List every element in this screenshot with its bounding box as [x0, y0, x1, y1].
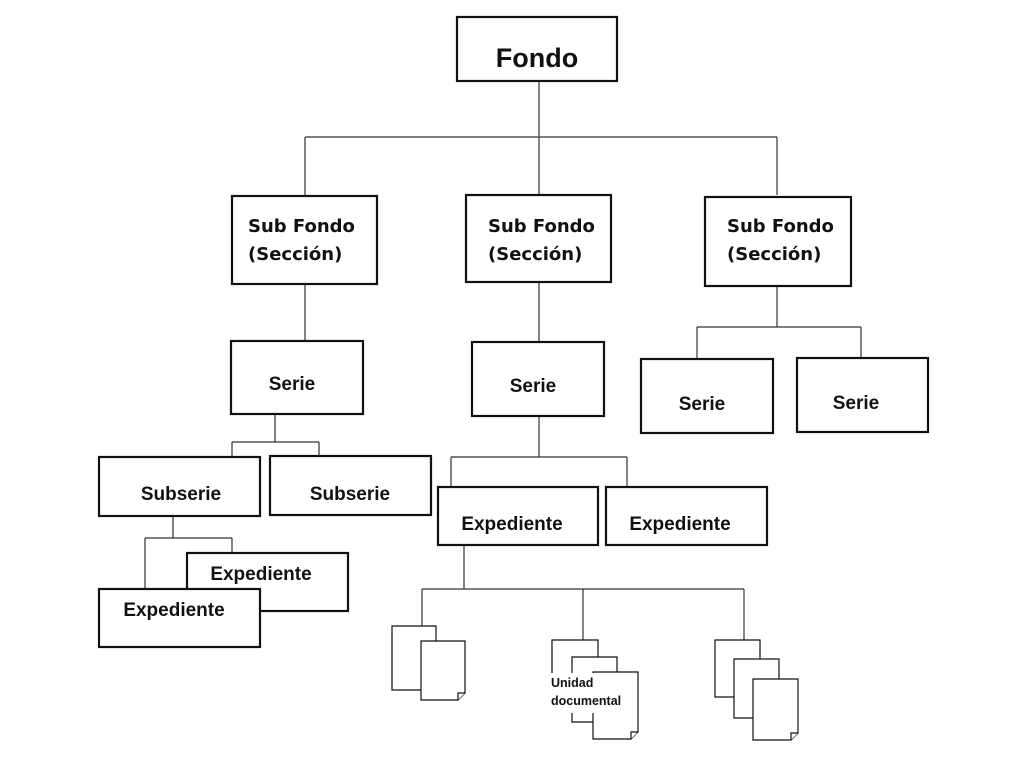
serie-node-3: Serie — [639, 357, 775, 435]
fondo-label: Fondo — [496, 43, 578, 73]
expediente-node-front: Expediente — [97, 587, 262, 649]
serie-label: Serie — [679, 394, 725, 415]
subserie-label: Subserie — [310, 484, 390, 505]
unidad-label-background — [549, 673, 635, 713]
document-stack-right — [714, 639, 799, 741]
connectors — [144, 82, 862, 640]
sub-fondo-label-line1: Sub Fondo — [248, 216, 355, 237]
serie-label: Serie — [269, 374, 315, 395]
sub-fondo-label-line1: Sub Fondo — [727, 216, 834, 237]
serie-node-2: Serie — [470, 340, 606, 418]
serie-node-1: Serie — [229, 339, 365, 416]
sub-fondo-label-line2: (Sección) — [727, 244, 821, 265]
unidad-documental-label-line2: documental — [551, 694, 621, 708]
expediente-label: Expediente — [123, 600, 224, 621]
document-icon — [420, 640, 466, 701]
subserie-node-2: Subserie — [268, 454, 433, 517]
subserie-label: Subserie — [141, 484, 221, 505]
expediente-label: Expediente — [461, 514, 562, 535]
expediente-label: Expediente — [629, 514, 730, 535]
unidad-documental-label-line1: Unidad — [551, 676, 593, 690]
expediente-node-4: Expediente — [604, 485, 769, 547]
expediente-node-3: Expediente — [436, 485, 600, 547]
subserie-node-1: Subserie — [97, 455, 262, 518]
serie-node-4: Serie — [795, 356, 930, 434]
document-stack-left — [391, 625, 466, 701]
sub-fondo-label-line2: (Sección) — [248, 244, 342, 265]
document-corner-icon — [630, 731, 638, 739]
document-corner-icon — [457, 692, 465, 700]
sub-fondo-label-line1: Sub Fondo — [488, 216, 595, 237]
sub-fondo-node-3: Sub Fondo (Sección) — [703, 195, 853, 288]
serie-label: Serie — [833, 393, 879, 414]
unidad-documental-stack: Unidad documental — [549, 639, 639, 740]
sub-fondo-label-line2: (Sección) — [488, 244, 582, 265]
sub-fondo-node-1: Sub Fondo (Sección) — [230, 194, 379, 286]
expediente-label: Expediente — [210, 564, 311, 585]
serie-label: Serie — [510, 376, 556, 397]
fondo-node: Fondo — [455, 15, 619, 83]
sub-fondo-node-2: Sub Fondo (Sección) — [464, 193, 613, 284]
document-corner-icon — [790, 732, 798, 740]
document-icon — [752, 678, 799, 741]
